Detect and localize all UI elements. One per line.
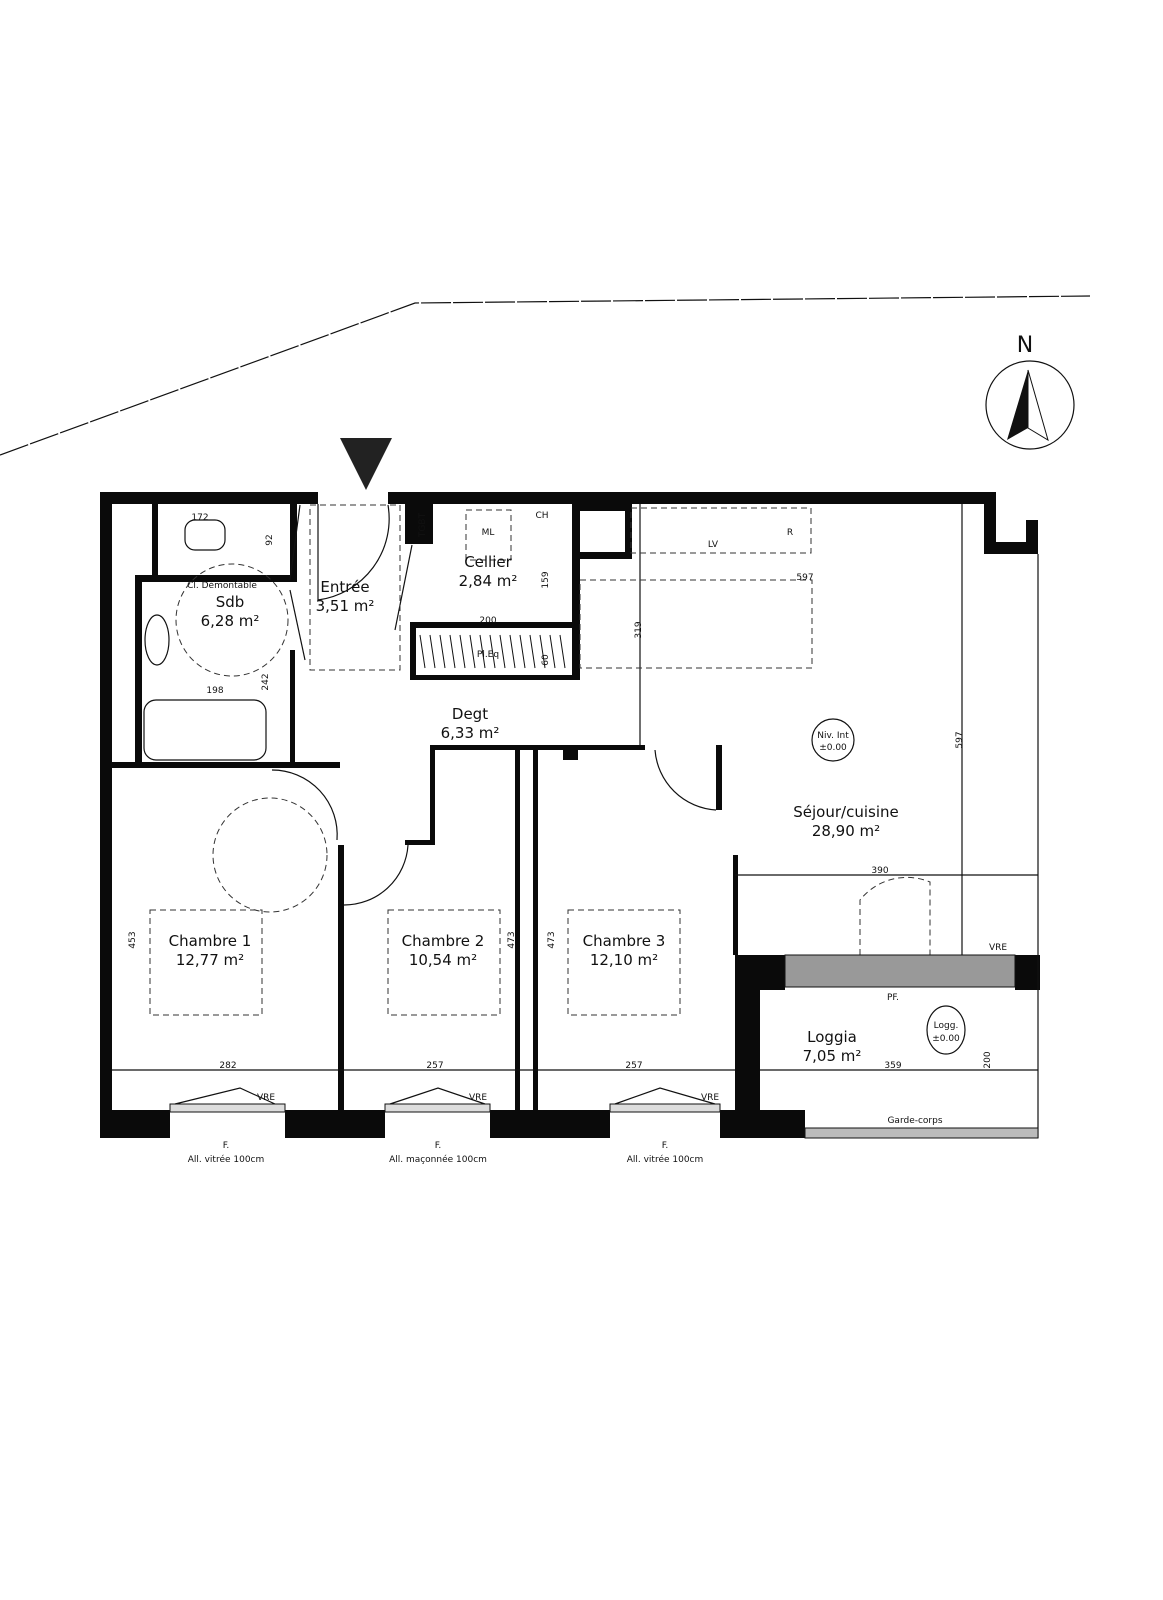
level-marker-interior: Niv. Int ±0.00 [811, 718, 855, 762]
dim-sejour-width-bottom: 390 [871, 866, 888, 876]
vre-label-loggia: VRE [989, 943, 1007, 953]
room-area-entree: 3,51 m² [316, 597, 375, 615]
windows [169, 1087, 721, 1113]
dim-ch2-depth: 473 [507, 931, 517, 948]
vre-label-ch2: VRE [469, 1093, 487, 1103]
room-labels: Entrée 3,51 m² Cellier 2,84 m² Sdb 6,28 … [169, 553, 899, 1065]
entrance-arrow-icon [340, 438, 392, 490]
loggia-sill [784, 954, 1016, 988]
level-line1: Niv. Int [817, 731, 849, 741]
dim-loggia-width: 359 [884, 1061, 901, 1071]
dim-kitchen-depth: 319 [634, 621, 644, 638]
room-area-chambre-2: 10,54 m² [409, 951, 477, 969]
dim-ch1-width: 282 [219, 1061, 236, 1071]
window-captions: F. All. vitrée 100cm F. All. maçonnée 10… [188, 1141, 704, 1165]
vre-label-ch3: VRE [701, 1093, 719, 1103]
room-area-degt: 6,33 m² [441, 724, 500, 742]
room-name-chambre-2: Chambre 2 [402, 932, 485, 950]
dim-ch1-depth: 453 [128, 931, 138, 948]
room-area-loggia: 7,05 m² [803, 1047, 862, 1065]
cl-demontable-label: Cl. Démontable [187, 580, 257, 591]
furniture-outlines [143, 504, 813, 1016]
pl-eq-label: Pl.Eq [477, 650, 499, 660]
room-name-sejour: Séjour/cuisine [793, 803, 898, 821]
room-area-sejour: 28,90 m² [812, 822, 880, 840]
lv-label: LV [708, 540, 719, 550]
window-note-3: All. vitrée 100cm [627, 1154, 704, 1165]
fixture-labels: TGBT ML CH Pl.Eq LV R Cl. Démontable PF.… [187, 511, 1007, 1126]
doors [271, 504, 931, 955]
dim-sejour-depth: 597 [955, 731, 965, 748]
north-compass: N [985, 333, 1075, 450]
room-name-chambre-3: Chambre 3 [583, 932, 666, 950]
room-area-sdb: 6,28 m² [201, 612, 260, 630]
garde-corps-label: Garde-corps [887, 1116, 942, 1126]
dim-loggia-depth: 200 [983, 1051, 993, 1068]
exterior-walls [100, 492, 1040, 1138]
dim-ch3-depth: 473 [547, 931, 557, 948]
window-note-2: All. maçonnée 100cm [389, 1154, 487, 1165]
room-name-chambre-1: Chambre 1 [169, 932, 252, 950]
compass-label: N [1017, 333, 1033, 358]
dimension-labels: 172 92 242 198 200 159 60 319 597 597 39… [128, 513, 993, 1071]
garde-corps-railing [804, 1127, 1039, 1139]
room-area-chambre-3: 12,10 m² [590, 951, 658, 969]
ml-label: ML [482, 528, 495, 538]
room-name-entree: Entrée [320, 578, 369, 596]
pl-eq-hatch [419, 634, 566, 669]
room-area-cellier: 2,84 m² [459, 572, 518, 590]
room-name-degt: Degt [452, 705, 488, 723]
dim-wc-depth: 92 [265, 534, 275, 545]
dim-sejour-width-top: 597 [796, 573, 813, 583]
ch-label: CH [535, 511, 548, 521]
dim-ch3-width: 257 [625, 1061, 642, 1071]
room-name-sdb: Sdb [216, 593, 245, 611]
r-label: R [787, 528, 793, 538]
dim-wc-width: 172 [191, 513, 208, 523]
dim-cellier-width: 200 [479, 616, 496, 626]
window-type-3: F. [662, 1141, 669, 1151]
level-line2: ±0.00 [819, 743, 847, 753]
vre-label-ch1: VRE [257, 1093, 275, 1103]
room-name-cellier: Cellier [464, 553, 512, 571]
level-line1: Logg. [934, 1021, 959, 1031]
site-boundary-line [0, 295, 1091, 456]
window-note-1: All. vitrée 100cm [188, 1154, 265, 1165]
pf-label: PF. [887, 993, 899, 1003]
tgbt-label: TGBT [418, 512, 428, 538]
dim-ch2-width: 257 [426, 1061, 443, 1071]
dim-cellier-depth: 159 [541, 571, 551, 588]
dim-sdb-depth: 242 [261, 673, 271, 690]
dim-sdb-width: 198 [206, 686, 223, 696]
window-type-1: F. [223, 1141, 230, 1151]
level-marker-loggia: Logg. ±0.00 [926, 1005, 966, 1055]
window-type-2: F. [435, 1141, 442, 1151]
north-arrow-icon [1007, 370, 1028, 440]
interior-walls [100, 504, 1038, 1110]
dim-pl-eq-depth: 60 [541, 654, 551, 666]
room-name-loggia: Loggia [807, 1028, 857, 1046]
room-area-chambre-1: 12,77 m² [176, 951, 244, 969]
level-line2: ±0.00 [932, 1034, 960, 1044]
